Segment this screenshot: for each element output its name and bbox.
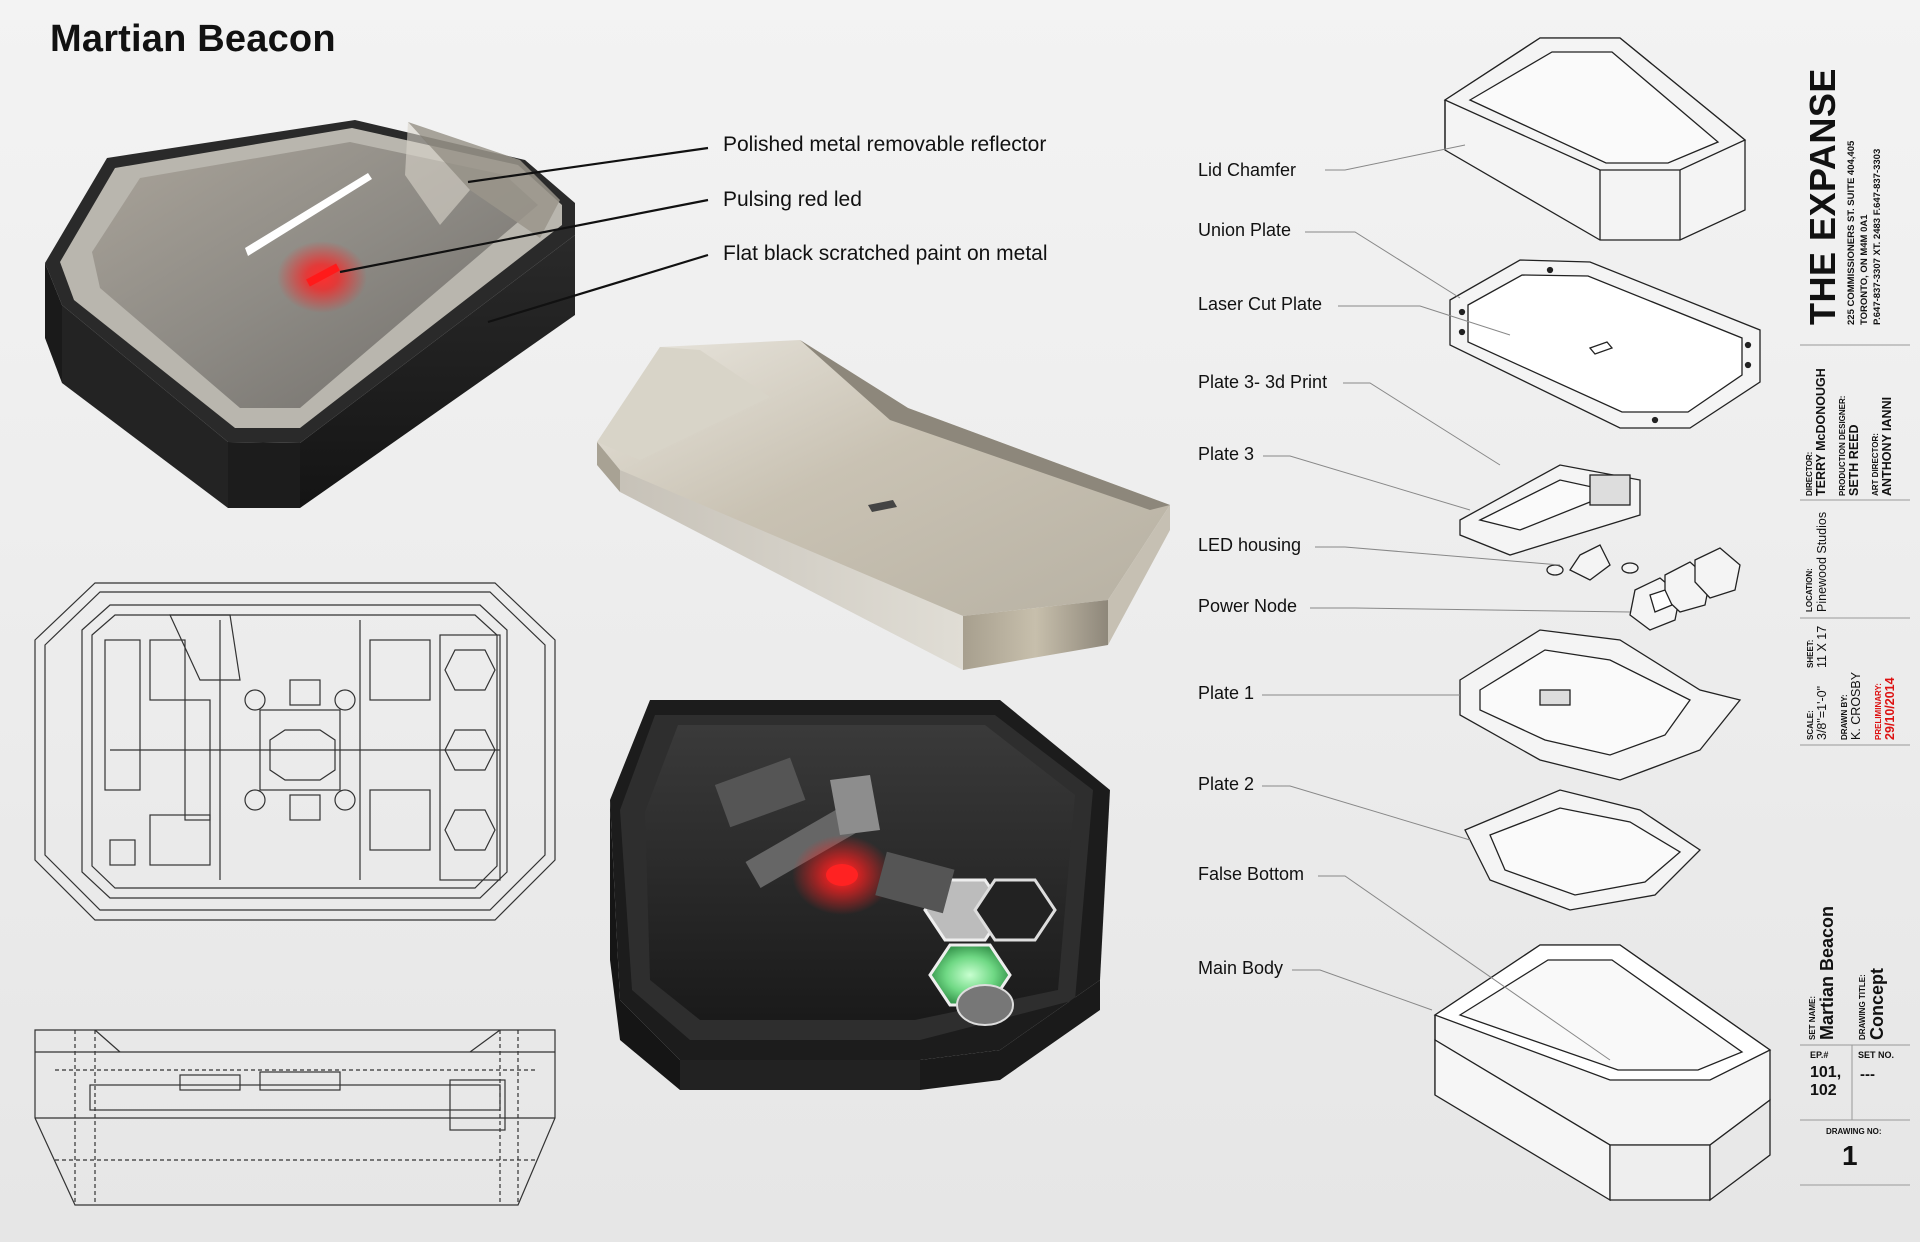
label-main-body: Main Body	[1198, 958, 1284, 978]
tb-art-director-label: ART DIRECTOR:	[1871, 433, 1880, 496]
page-title: Martian Beacon	[50, 18, 336, 60]
label-lid-chamfer: Lid Chamfer	[1198, 160, 1297, 180]
tb-drawing-title: Concept	[1867, 968, 1887, 1040]
tb-drawing-title-label: DRAWING TITLE:	[1858, 974, 1867, 1040]
open-body-render	[610, 700, 1110, 1090]
tb-scale-label: SCALE:	[1806, 710, 1815, 740]
tb-preliminary-label: PRELIMINARY:	[1874, 683, 1883, 740]
label-led-housing: LED housing	[1198, 535, 1302, 555]
tb-preliminary-date: 29/10/2014	[1883, 677, 1897, 740]
callout-black-paint: Flat black scratched paint on metal	[723, 242, 1048, 265]
exploded-union-plate	[1449, 259, 1761, 429]
tb-art-director: ANTHONY IANNI	[1880, 396, 1894, 496]
exploded-plate-1	[1459, 629, 1742, 781]
tb-set-no-label: SET NO.	[1858, 1050, 1895, 1060]
label-plate-3: Plate 3	[1198, 444, 1255, 464]
tb-address-3: P.647-837-3307 XT. 2483 F.647-837-3303	[1872, 148, 1883, 325]
tb-ep-2: 102	[1810, 1082, 1837, 1099]
label-laser-cut-plate: Laser Cut Plate	[1198, 294, 1323, 314]
callout-reflector: Polished metal removable reflector	[723, 133, 1047, 156]
tb-company: THE EXPANSE	[1802, 68, 1843, 325]
label-plate-2: Plate 2	[1198, 774, 1255, 794]
tb-sheet: 11 X 17	[1815, 625, 1829, 668]
label-power-node: Power Node	[1198, 596, 1298, 616]
callout-leaders	[339, 146, 709, 324]
tb-prod-designer-label: PRODUCTION DESIGNER:	[1838, 395, 1847, 496]
tb-scale: 3/8"=1'-0"	[1815, 685, 1829, 740]
beacon-render-closed	[45, 120, 575, 508]
tb-ep-label: EP.#	[1810, 1050, 1829, 1060]
label-false-bottom: False Bottom	[1198, 864, 1305, 884]
tb-drawn-by-label: DRAWN BY:	[1840, 694, 1849, 740]
exploded-power-node	[1629, 547, 1741, 631]
tb-drawing-no: 1	[1842, 1140, 1858, 1171]
exploded-plate-2	[1464, 789, 1702, 911]
tb-ep-1: 101,	[1810, 1064, 1842, 1081]
label-plate-1: Plate 1	[1198, 683, 1255, 703]
tb-sheet-label: SHEET:	[1806, 639, 1815, 668]
tb-director: TERRY McDONOUGH	[1814, 368, 1828, 496]
plan-view-drawing	[34, 582, 556, 921]
tb-set-name: Martian Beacon	[1817, 905, 1837, 1040]
exploded-main-body	[1433, 944, 1772, 1202]
title-block-frame	[1800, 344, 1910, 1186]
exploded-lid-chamfer	[1443, 37, 1747, 241]
tb-drawn-by: K. CROSBY	[1849, 671, 1863, 740]
side-elevation-drawing	[34, 1029, 556, 1206]
tb-address-1: 225 COMMISSIONERS ST. SUITE 404,405	[1846, 140, 1857, 325]
metal-lid-render	[597, 340, 1170, 670]
tb-drawing-no-label: DRAWING NO:	[1826, 1127, 1882, 1136]
label-plate-3-3d-print: Plate 3- 3d Print	[1198, 372, 1328, 392]
tb-address-2: TORONTO, ON M4M 0A1	[1859, 214, 1870, 326]
tb-location-label: LOCATION:	[1805, 568, 1814, 612]
exploded-view	[1433, 37, 1772, 1202]
tb-set-name-label: SET NAME:	[1808, 996, 1817, 1040]
label-union-plate: Union Plate	[1198, 220, 1292, 240]
tb-location: Pinewood Studios	[1815, 511, 1829, 612]
callout-red-led: Pulsing red led	[723, 188, 862, 211]
tb-set-no: ---	[1860, 1066, 1875, 1083]
tb-director-label: DIRECTOR:	[1805, 451, 1814, 496]
exploded-leaders	[1262, 144, 1631, 1061]
exploded-plate-3	[1459, 464, 1641, 556]
exploded-led-housing	[1546, 544, 1639, 581]
tb-prod-designer: SETH REED	[1847, 424, 1861, 496]
